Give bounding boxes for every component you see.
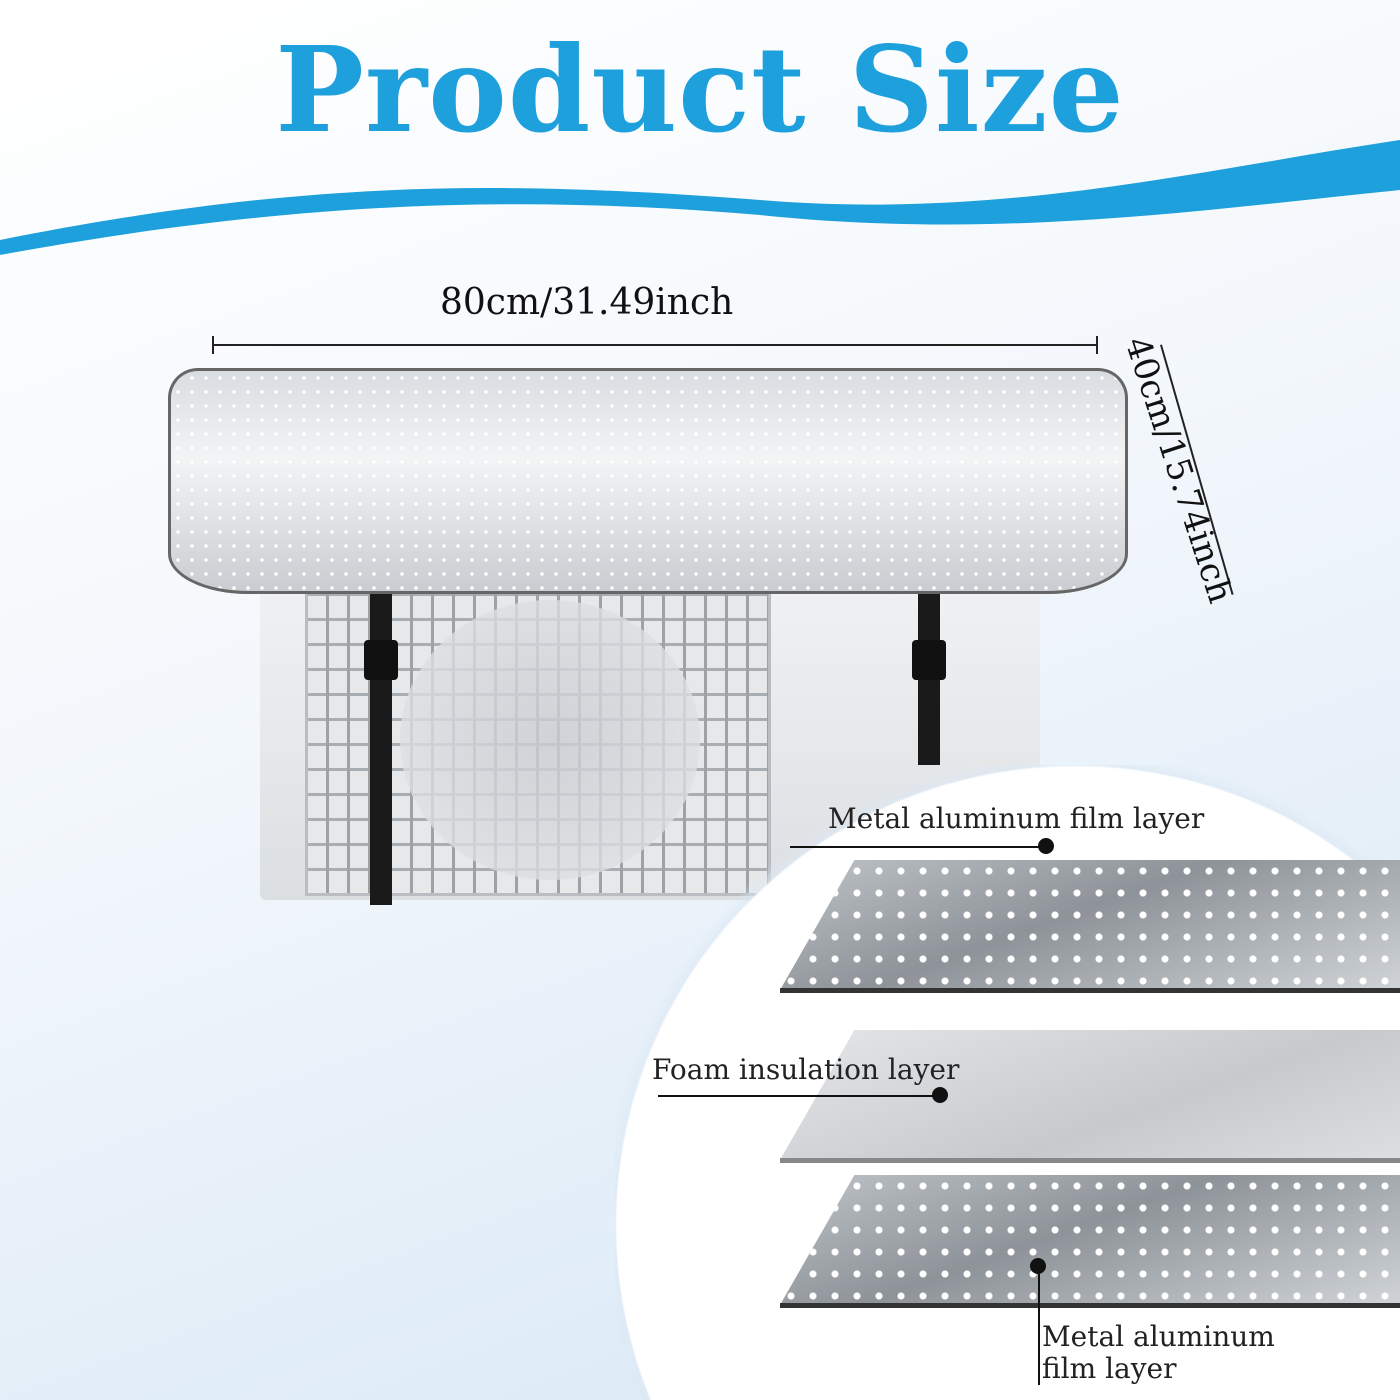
strap-left	[370, 585, 392, 905]
buckle-left-icon	[364, 640, 398, 680]
layer-edge	[780, 1303, 1400, 1308]
layer-label-middle: Foam insulation layer	[652, 1053, 960, 1086]
bottom-aluminum-layer	[780, 1175, 1400, 1305]
buckle-right-icon	[912, 640, 946, 680]
pointer-dot	[1038, 838, 1054, 854]
top-aluminum-layer	[780, 860, 1400, 990]
layer-edge	[780, 1158, 1400, 1163]
width-dimension-line	[212, 336, 1098, 354]
pointer-line	[658, 1095, 938, 1097]
pointer-line	[1038, 1265, 1040, 1385]
height-dimension-label: 40cm/15.74inch	[1116, 332, 1241, 608]
layer-edge	[780, 988, 1400, 993]
layer-label-bottom-line1: Metal aluminum	[1042, 1320, 1275, 1353]
layer-label-top: Metal aluminum film layer	[828, 802, 1205, 835]
page-title: Product Size	[275, 20, 1125, 159]
pointer-line	[790, 846, 1045, 848]
layer-label-bottom-line2: film layer	[1042, 1352, 1177, 1385]
ac-cover	[168, 368, 1128, 594]
wave-decoration	[0, 140, 1400, 255]
pointer-dot	[932, 1087, 948, 1103]
width-dimension-label: 80cm/31.49inch	[440, 282, 734, 323]
